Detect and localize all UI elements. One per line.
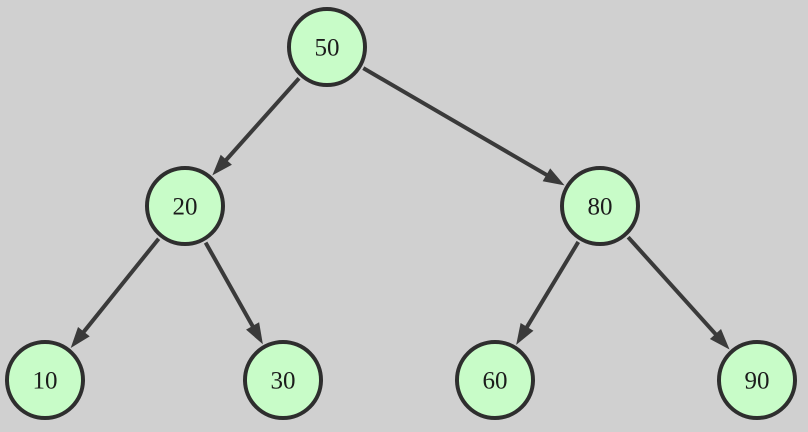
node-layer: 50 20 80 10 30 60 90 [5, 7, 797, 420]
tree-node[interactable]: 60 [455, 340, 535, 420]
tree-node-label: 80 [588, 194, 613, 221]
tree-node-label: 60 [483, 368, 508, 395]
tree-node-label: 20 [173, 194, 198, 221]
tree-node[interactable]: 30 [243, 340, 323, 420]
arrowhead-icon [212, 154, 232, 176]
tree-node-circle[interactable] [243, 340, 323, 420]
tree-edge-line [626, 235, 720, 339]
tree-node-circle[interactable] [145, 166, 225, 246]
tree-node[interactable]: 10 [5, 340, 85, 420]
tree-edge [362, 66, 565, 186]
tree-edge [516, 240, 581, 345]
tree-edge-line [79, 237, 161, 337]
arrowhead-icon [709, 328, 730, 350]
arrowhead-icon [246, 322, 263, 345]
tree-node-circle[interactable] [560, 166, 640, 246]
tree-node[interactable]: 20 [145, 166, 225, 246]
tree-node-label: 50 [315, 35, 340, 62]
tree-node[interactable]: 90 [717, 340, 797, 420]
tree-node-label: 90 [745, 368, 770, 395]
tree-node-label: 30 [271, 368, 296, 395]
tree-edge-line [523, 240, 581, 332]
tree-node-label: 10 [33, 368, 58, 395]
tree-edge [70, 237, 161, 349]
tree-edge [626, 235, 730, 350]
arrowhead-icon [516, 323, 534, 345]
arrowhead-icon [70, 326, 90, 349]
arrowhead-icon [542, 168, 565, 186]
tree-edge [212, 76, 301, 176]
tree-edge-line [222, 76, 301, 165]
tree-edge-line [203, 241, 257, 331]
tree-edge [203, 241, 263, 345]
edge-layer [70, 66, 730, 350]
tree-node[interactable]: 80 [560, 166, 640, 246]
tree-node-circle[interactable] [5, 340, 85, 420]
tree-edge-line [362, 66, 551, 179]
tree-node-circle[interactable] [287, 7, 367, 87]
tree-node-circle[interactable] [455, 340, 535, 420]
tree-node-circle[interactable] [717, 340, 797, 420]
tree-node[interactable]: 50 [287, 7, 367, 87]
